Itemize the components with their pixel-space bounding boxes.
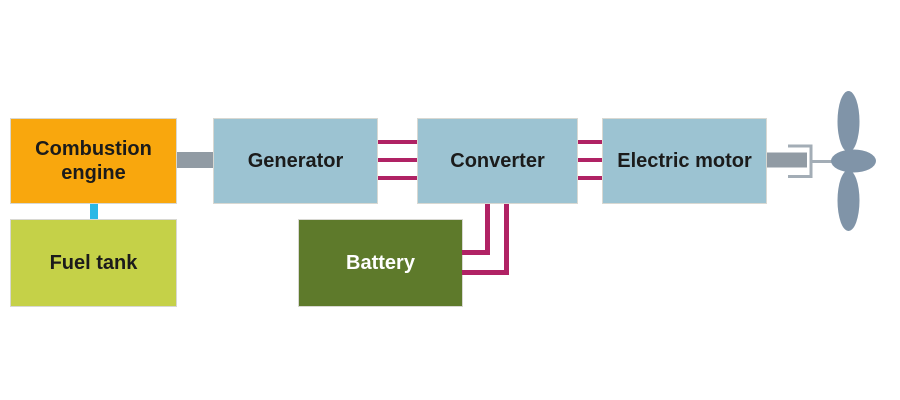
block-generator: Generator xyxy=(213,118,378,204)
electric-line-converter-battery-outer-vertical xyxy=(504,204,509,275)
block-battery-label: Battery xyxy=(346,251,415,274)
electric-line-converter-motor-2 xyxy=(578,158,602,162)
electric-line-converter-motor-3 xyxy=(578,176,602,180)
propeller-blade-bottom xyxy=(837,170,860,231)
motor-output-shaft xyxy=(767,152,807,168)
fuel-line-connector xyxy=(90,204,98,219)
electric-line-converter-battery-inner-vertical xyxy=(485,204,490,255)
electric-line-converter-battery-outer-horizontal xyxy=(462,270,509,275)
propeller-blade-top xyxy=(837,91,860,152)
electric-line-generator-converter-1 xyxy=(378,140,417,144)
block-electric-motor-label: Electric motor xyxy=(617,149,752,172)
block-converter: Converter xyxy=(417,118,578,204)
electric-line-converter-battery-inner-horizontal xyxy=(462,250,490,255)
shaft-engine-to-generator xyxy=(177,152,213,168)
block-combustion-engine: Combustion engine xyxy=(10,118,177,204)
block-converter-label: Converter xyxy=(450,149,545,172)
block-fuel-tank-label: Fuel tank xyxy=(49,251,138,274)
propeller-assembly xyxy=(767,91,876,231)
block-battery: Battery xyxy=(298,219,463,307)
electric-line-generator-converter-3 xyxy=(378,176,417,180)
block-combustion-engine-label: Combustion engine xyxy=(35,137,152,184)
block-electric-motor: Electric motor xyxy=(602,118,767,204)
electric-line-generator-converter-2 xyxy=(378,158,417,162)
electric-line-converter-motor-1 xyxy=(578,140,602,144)
propeller-hub xyxy=(831,149,876,173)
block-fuel-tank: Fuel tank xyxy=(10,219,177,307)
block-generator-label: Generator xyxy=(247,149,344,172)
